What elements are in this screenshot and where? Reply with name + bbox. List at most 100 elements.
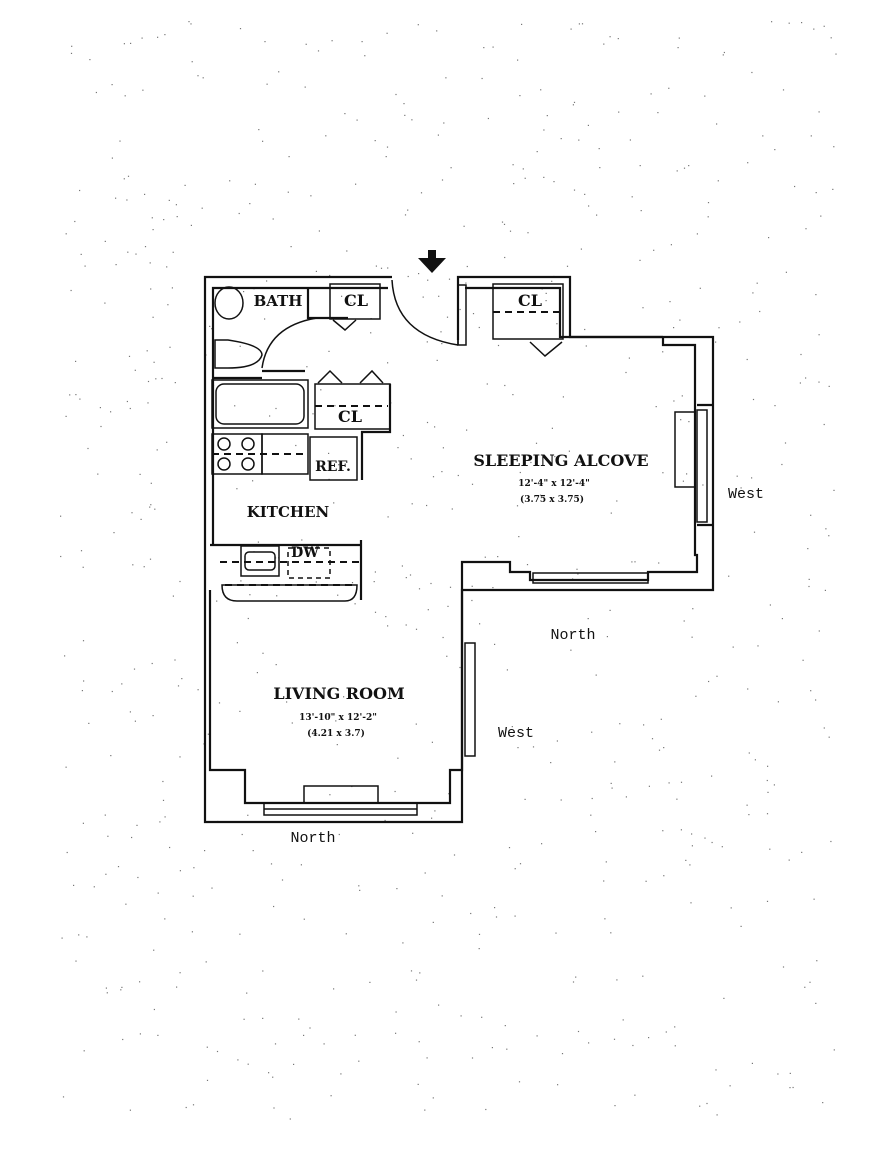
- speckle: [479, 623, 481, 625]
- speckle: [257, 541, 259, 543]
- speckle: [434, 426, 436, 428]
- speckle: [606, 636, 608, 638]
- speckle: [356, 119, 358, 121]
- speckle: [557, 1084, 559, 1086]
- speckle: [512, 394, 514, 396]
- speckle: [397, 757, 399, 759]
- speckle: [833, 489, 835, 491]
- speckle: [595, 831, 597, 833]
- speckle: [79, 398, 81, 400]
- speckle: [771, 21, 773, 23]
- speckle: [247, 1063, 249, 1065]
- sink: [214, 286, 244, 320]
- speckle: [820, 215, 822, 217]
- alcove-north-label: North: [550, 627, 595, 644]
- speckle: [554, 456, 556, 458]
- speckle: [678, 37, 680, 39]
- speckle: [171, 287, 173, 289]
- speckle: [206, 1046, 208, 1048]
- speckle: [471, 585, 473, 587]
- speckle: [632, 1044, 634, 1047]
- speckle: [441, 179, 444, 181]
- toilet: [214, 339, 263, 369]
- speckle: [746, 358, 748, 361]
- speckle: [442, 636, 444, 639]
- speckle: [561, 1053, 564, 1055]
- speckle: [175, 204, 177, 206]
- speckle: [247, 617, 249, 620]
- speckle: [69, 394, 71, 396]
- speckle: [527, 454, 529, 457]
- speckle: [441, 471, 443, 473]
- speckle: [553, 181, 555, 183]
- speckle: [680, 419, 682, 421]
- speckle: [560, 799, 562, 801]
- speckle: [508, 847, 511, 849]
- speckle: [466, 265, 468, 268]
- speckle: [504, 384, 506, 387]
- speckle: [156, 449, 158, 451]
- speckle: [249, 203, 251, 205]
- speckle: [603, 43, 605, 45]
- speckle: [472, 313, 475, 315]
- speckle: [135, 253, 137, 255]
- speckle: [361, 41, 363, 43]
- speckle: [82, 822, 84, 824]
- speckle: [448, 278, 451, 280]
- speckle: [748, 814, 750, 816]
- speckle: [97, 473, 99, 475]
- speckle: [471, 483, 474, 485]
- speckle: [625, 371, 627, 374]
- speckle: [193, 867, 195, 869]
- speckle: [71, 45, 73, 47]
- speckle: [660, 718, 662, 720]
- speckle: [344, 113, 346, 115]
- speckle: [739, 321, 741, 323]
- speckle: [568, 450, 570, 452]
- speckle: [266, 280, 268, 282]
- speckle: [815, 294, 817, 296]
- speckle: [83, 1050, 85, 1052]
- speckle: [407, 275, 409, 278]
- speckle: [176, 986, 178, 988]
- speckle: [330, 1095, 332, 1097]
- speckle: [139, 473, 141, 475]
- speckle: [643, 724, 645, 726]
- speckle: [115, 197, 117, 199]
- hall-closet-label: CL: [338, 407, 362, 426]
- speckle: [346, 250, 348, 252]
- speckle: [120, 989, 122, 991]
- speckle: [122, 1038, 124, 1041]
- speckle: [463, 225, 465, 227]
- speckle: [492, 587, 494, 589]
- speckle: [395, 1011, 397, 1013]
- speckle: [374, 140, 376, 142]
- speckle: [782, 966, 785, 968]
- speckle: [685, 859, 687, 861]
- speckle: [139, 981, 141, 983]
- alcove-closet-label: CL: [518, 291, 542, 310]
- speckle: [588, 205, 590, 207]
- speckle: [524, 798, 526, 800]
- speckle: [833, 1049, 835, 1051]
- speckle: [88, 722, 90, 724]
- speckle: [426, 1057, 428, 1059]
- speckle: [125, 903, 127, 905]
- speckle: [142, 89, 144, 91]
- speckle: [551, 427, 553, 429]
- speckle: [328, 452, 330, 454]
- speckle: [310, 195, 312, 197]
- speckle: [315, 270, 317, 272]
- speckle: [485, 1108, 487, 1111]
- speckle: [518, 1081, 521, 1083]
- speckle: [201, 207, 203, 209]
- speckle: [443, 122, 445, 124]
- speckle: [241, 833, 243, 836]
- speckle: [167, 304, 169, 306]
- speckle: [169, 346, 171, 348]
- speckle: [358, 1060, 360, 1062]
- speckle: [64, 655, 66, 657]
- speckle: [426, 421, 429, 424]
- speckle: [503, 223, 506, 225]
- speckle: [550, 762, 552, 764]
